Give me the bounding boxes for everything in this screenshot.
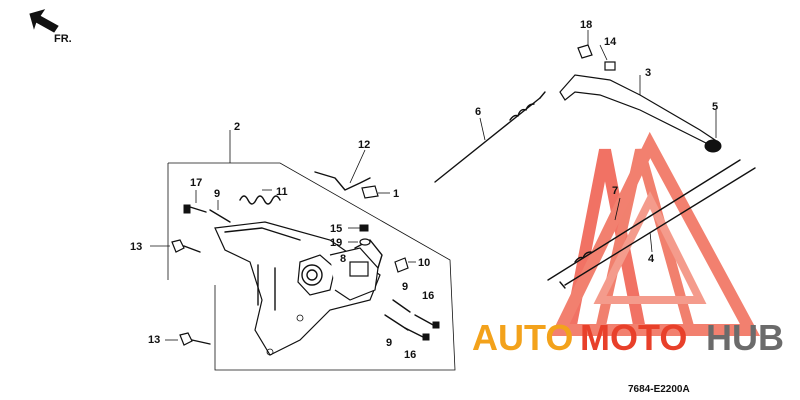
screw-17 [183, 190, 207, 214]
panel-outline [167, 130, 456, 371]
part-10 [394, 257, 416, 273]
screw-16b [404, 327, 430, 341]
direction-label: FR. [54, 33, 72, 45]
screw-9c [384, 314, 409, 331]
callout-13a: 13 [130, 241, 142, 253]
callout-2: 2 [234, 121, 240, 133]
screw-15 [348, 224, 369, 232]
watermark-logo [550, 131, 761, 336]
rod-12 [314, 149, 371, 191]
spring-11 [239, 189, 281, 205]
bolt-14 [599, 44, 616, 71]
callout-6: 6 [475, 106, 481, 118]
screw-9a [209, 200, 231, 223]
callout-14: 14 [604, 36, 617, 48]
watermark-part-moto: MOTO [580, 317, 687, 358]
rod-6 [434, 91, 546, 183]
callout-15: 15 [330, 223, 342, 235]
bolt-13a [150, 239, 201, 253]
callout-11: 11 [276, 186, 288, 198]
callout-5: 5 [712, 101, 718, 113]
watermark-part-auto: AUTO [472, 317, 573, 358]
callout-1: 1 [393, 188, 399, 200]
screw-16a [414, 314, 440, 329]
watermark-text: AUTO MOTO HUB [472, 317, 784, 358]
callout-17: 17 [190, 177, 202, 189]
screw-9b [392, 299, 411, 313]
callout-9a: 9 [214, 188, 220, 200]
callout-18: 18 [580, 19, 592, 31]
rod-7 [547, 159, 741, 281]
callout-9c: 9 [386, 337, 392, 349]
clip-1 [361, 185, 390, 199]
callout-8: 8 [340, 253, 346, 265]
callout-4: 4 [648, 253, 655, 265]
callout-19: 19 [330, 237, 342, 249]
callout-10: 10 [418, 257, 430, 269]
callout-9b: 9 [402, 281, 408, 293]
diagram-code: 7684-E2200A [628, 384, 690, 395]
front-direction-arrow-icon [29, 9, 59, 33]
bolt-13b [165, 332, 211, 346]
washer-19 [348, 238, 371, 246]
watermark-part-hub: HUB [706, 317, 784, 358]
control-lever-3 [559, 74, 716, 146]
rod-4 [559, 167, 756, 289]
callout-16b: 16 [404, 349, 416, 361]
callout-7: 7 [612, 185, 618, 197]
callout-12: 12 [358, 139, 370, 151]
callout-16a: 16 [422, 290, 434, 302]
callout-3: 3 [645, 67, 651, 79]
callout-13b: 13 [148, 334, 160, 346]
cap-5 [704, 110, 722, 153]
nut-18 [577, 30, 593, 59]
